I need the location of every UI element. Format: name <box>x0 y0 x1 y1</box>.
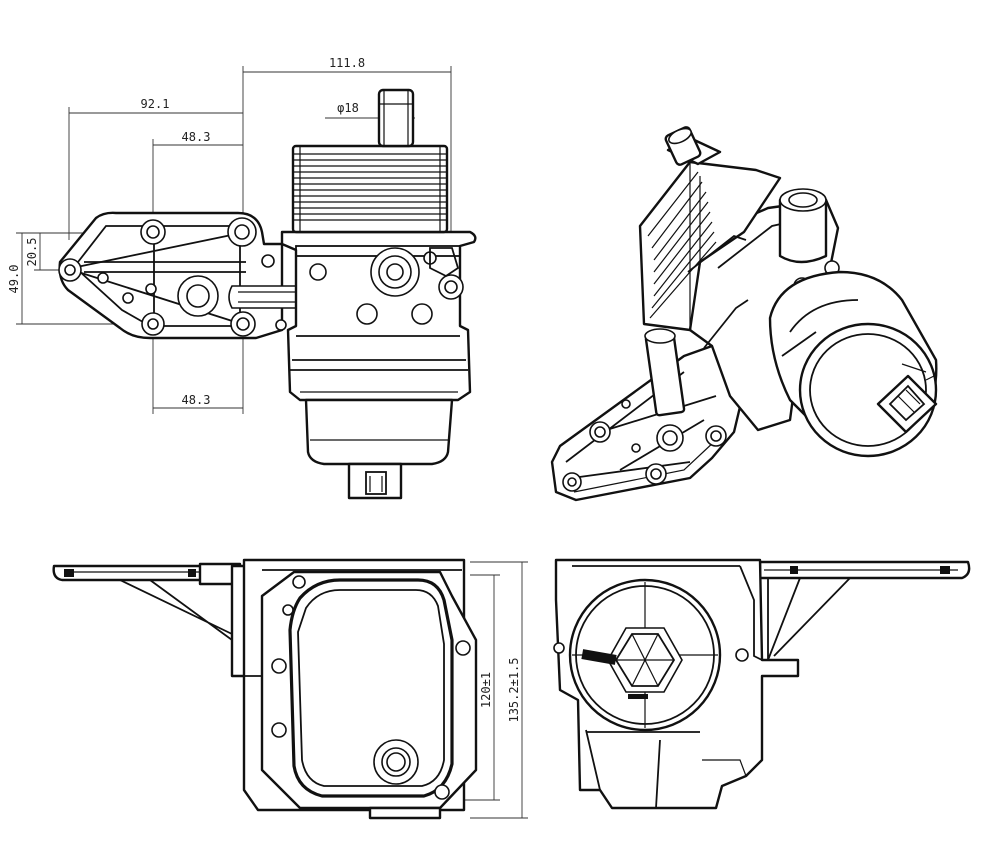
iso-coolant-pipe <box>644 328 686 417</box>
filter-cap-face <box>553 578 749 732</box>
drain-plug <box>373 739 419 785</box>
dimension-label-overall-width: 111.8 <box>329 56 365 70</box>
bottom-left-view: 120±1 135.2±1.5 <box>52 558 528 820</box>
dimension-label-height-120: 120±1 <box>479 672 493 708</box>
dimension-offset-left: 92.1 <box>68 97 243 240</box>
dimension-label-diameter: φ18 <box>337 101 359 115</box>
iso-outlet-nozzle <box>664 126 722 166</box>
front-view: 111.8 φ18 92.1 48.3 48.3 <box>7 56 477 500</box>
iso-filter-canister <box>768 270 938 458</box>
cooler-plate <box>260 570 478 810</box>
filter-canister <box>304 398 454 466</box>
hex-nut <box>607 627 683 693</box>
bolt-hole <box>140 219 166 245</box>
outlet-nozzle <box>377 88 415 148</box>
dimension-height-135: 135.2±1.5 <box>470 561 528 819</box>
oil-cooler-stack <box>291 144 449 234</box>
bottom-right-view <box>553 558 971 810</box>
dimension-label-bolt-spacing-top: 48.3 <box>182 130 211 144</box>
coolant-pipe <box>228 285 302 309</box>
port-boss <box>370 247 420 297</box>
isometric-view <box>550 126 938 502</box>
dimension-height-120: 120±1 <box>460 574 500 801</box>
bolt-hole <box>58 258 82 282</box>
iso-sensor-connector <box>876 374 938 434</box>
housing-body <box>280 230 477 402</box>
dimension-label-height-large: 49.0 <box>7 265 21 294</box>
dimension-bolt-spacing-bottom: 48.3 <box>152 330 244 414</box>
dimension-overall-width: 111.8 <box>242 56 452 275</box>
dimension-label-bolt-spacing-bottom: 48.3 <box>182 393 211 407</box>
dimension-label-offset-left: 92.1 <box>141 97 170 111</box>
sensor-connector <box>347 462 403 500</box>
dimension-label-height-small: 20.5 <box>25 238 39 267</box>
center-port <box>177 275 219 317</box>
bolt-hole <box>141 312 165 336</box>
iso-mounting-flange <box>550 344 746 502</box>
bolt-hole <box>230 311 256 337</box>
bolt-hole <box>227 217 257 247</box>
dimension-label-height-135: 135.2±1.5 <box>507 657 521 722</box>
iso-oil-cooler-stack <box>638 160 782 332</box>
